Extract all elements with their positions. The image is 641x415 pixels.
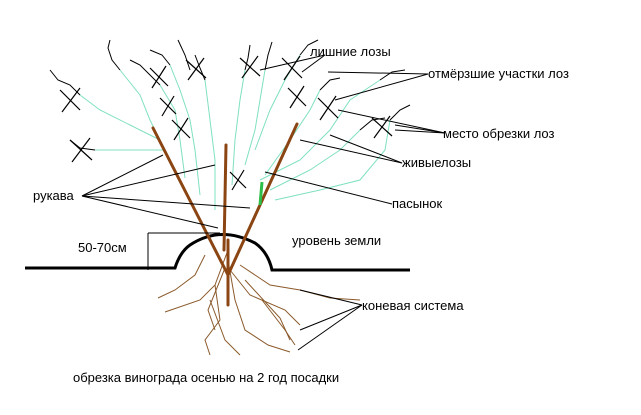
x-cross-icon xyxy=(229,169,247,191)
x-cross-icon xyxy=(287,85,307,109)
x-cross-icon xyxy=(59,87,81,113)
dead-vine-tips xyxy=(49,39,411,151)
x-cross-icon xyxy=(69,137,93,163)
label-height: 50-70см xyxy=(78,240,127,255)
caption: обрезка винограда осенью на 2 год посадк… xyxy=(73,370,339,385)
grape-trunk xyxy=(151,122,299,307)
x-cross-icon xyxy=(317,95,339,121)
x-cross-icon xyxy=(149,65,169,89)
label-dead-parts: отмёрзшие участки лоз xyxy=(428,66,569,81)
label-live-vines: живыелозы xyxy=(402,155,471,170)
label-stepson: пасынок xyxy=(392,196,443,211)
label-excess-vines: лишние лозы xyxy=(310,44,391,59)
label-sleeves: рукава xyxy=(33,188,75,203)
x-cross-icon xyxy=(159,95,177,117)
height-marker xyxy=(147,232,220,270)
x-cross-icon xyxy=(239,55,261,79)
leader-lines xyxy=(81,54,446,351)
stepson-shoot xyxy=(258,181,264,206)
cut-marks xyxy=(59,55,393,191)
x-cross-icon xyxy=(171,117,191,141)
label-root-system: коневая система xyxy=(362,298,464,313)
x-cross-icon xyxy=(371,115,393,139)
label-cut-place: место обрезки лоз xyxy=(443,126,555,141)
live-vines xyxy=(79,54,391,210)
label-ground-level: уровень земли xyxy=(292,233,381,248)
root-system xyxy=(157,249,361,356)
ground-line xyxy=(25,233,410,272)
x-cross-icon xyxy=(281,55,303,81)
x-cross-icon xyxy=(185,57,207,81)
